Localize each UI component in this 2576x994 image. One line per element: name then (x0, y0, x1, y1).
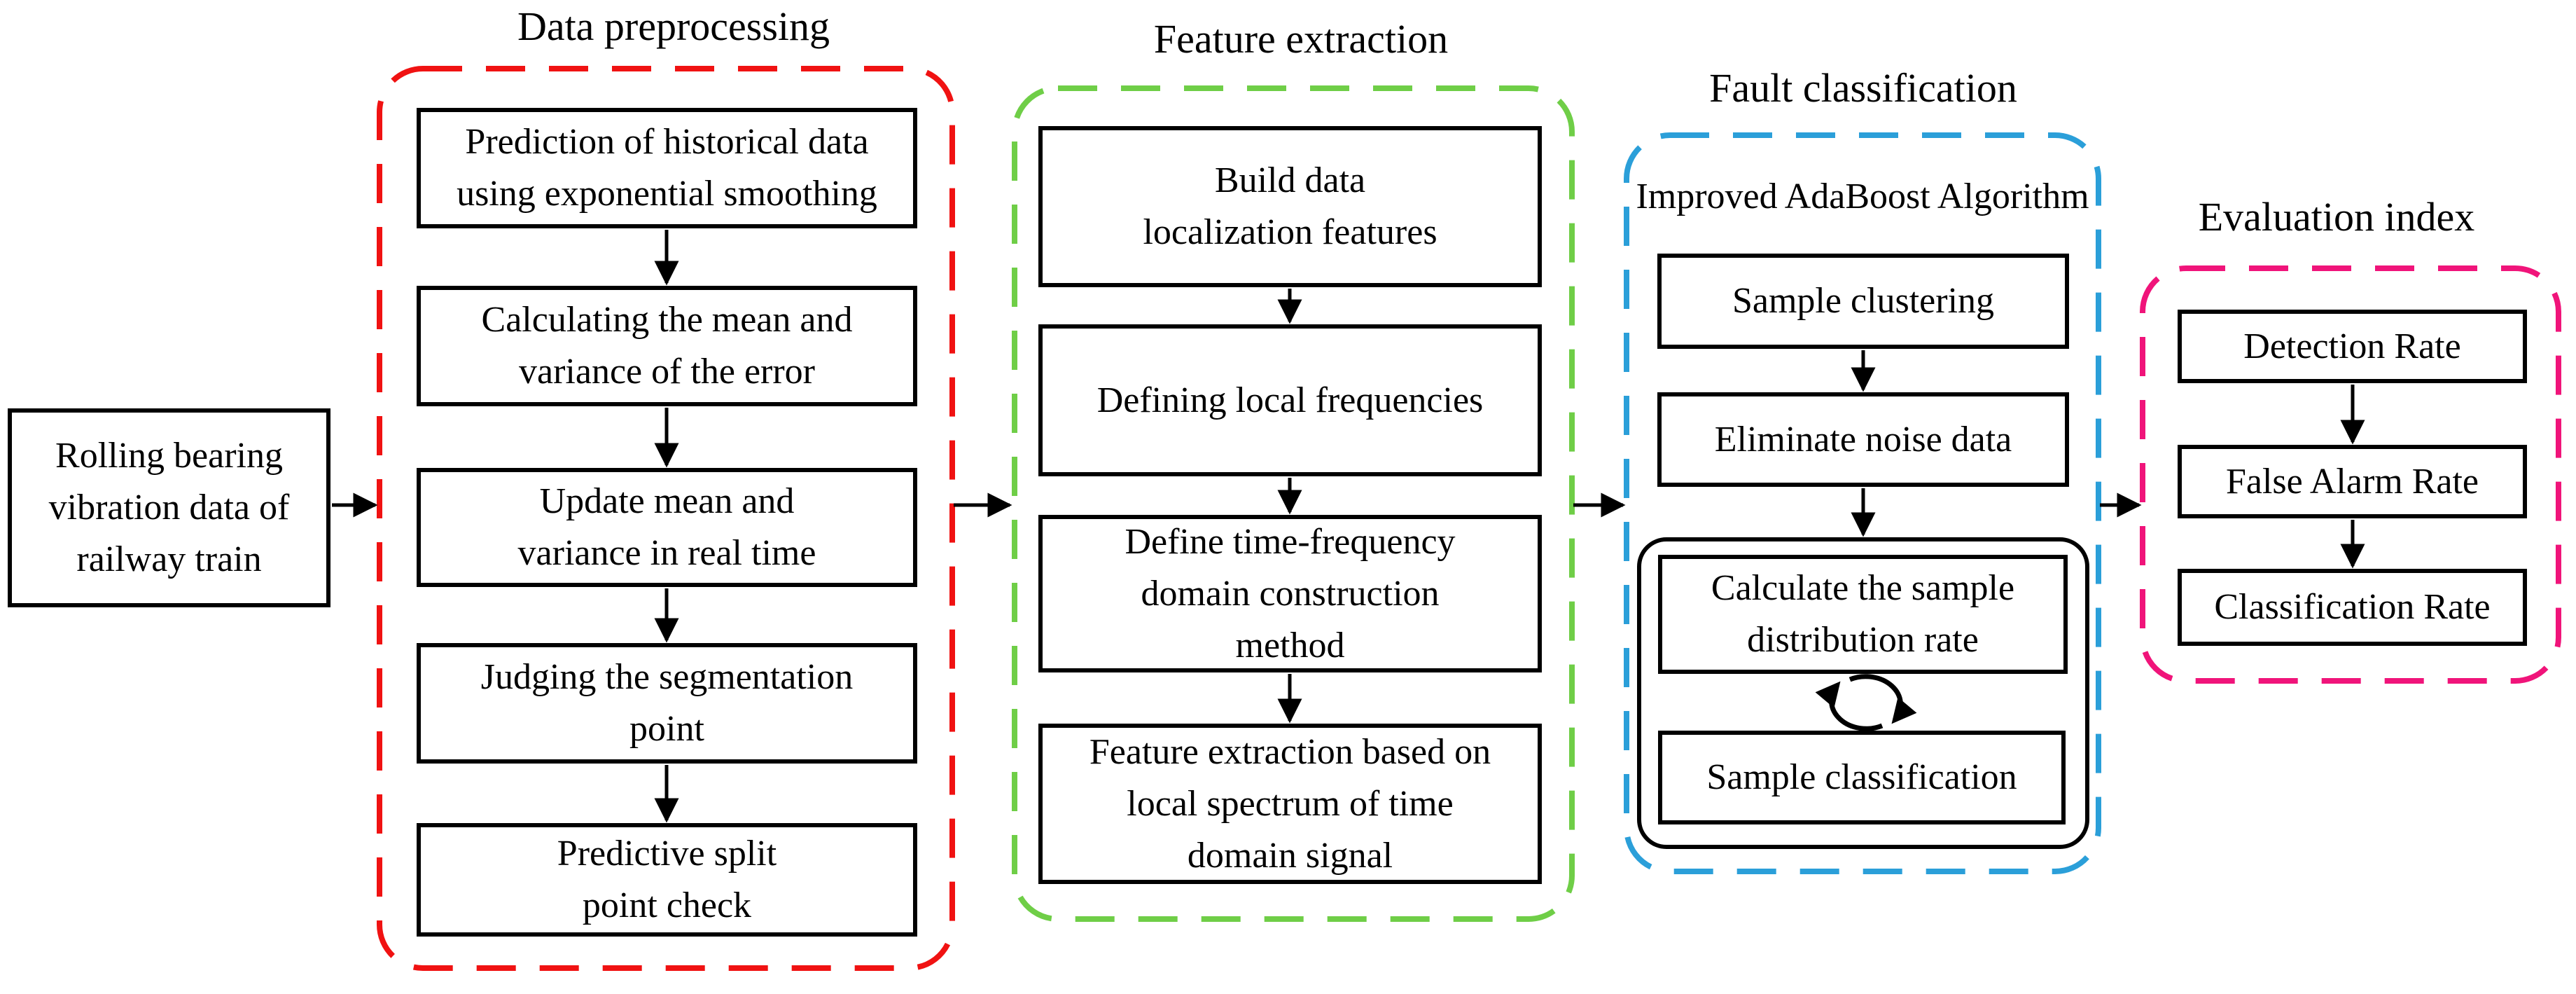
node-source-vibration-data: Rolling bearing vibration data of railwa… (8, 408, 330, 607)
node-time-frequency-construction: Define time-frequency domain constructio… (1038, 515, 1542, 672)
node-eliminate-noise-data: Eliminate noise data (1657, 392, 2069, 487)
node-calculate-mean-variance: Calculating the mean and variance of the… (417, 286, 917, 406)
node-defining-local-frequencies: Defining local frequencies (1038, 324, 1542, 476)
node-update-mean-variance: Update mean and variance in real time (417, 468, 917, 587)
node-sample-classification: Sample classification (1658, 731, 2066, 824)
group-outline-data-preprocessing (377, 66, 955, 971)
node-judging-segmentation-point: Judging the segmentation point (417, 643, 917, 764)
group-title-fault-classification: Fault classification (1709, 65, 2017, 111)
node-false-alarm-rate: False Alarm Rate (2178, 445, 2527, 518)
node-predictive-split-point-check: Predictive split point check (417, 823, 917, 937)
node-sample-clustering: Sample clustering (1657, 254, 2069, 349)
node-build-localization-features: Build data localization features (1038, 126, 1542, 287)
group-outline-fault-classification (1624, 132, 2101, 874)
group-title-feature-extraction: Feature extraction (1153, 16, 1449, 62)
cycle-arrows-icon (1815, 674, 1917, 731)
group-title-evaluation-index: Evaluation index (2198, 194, 2475, 240)
group-outline-feature-extraction (1012, 85, 1575, 922)
node-calculate-sample-distribution-rate: Calculate the sample distribution rate (1658, 555, 2068, 674)
node-classification-rate: Classification Rate (2178, 569, 2527, 646)
node-prediction-historical-data: Prediction of historical data using expo… (417, 108, 917, 228)
group-outline-evaluation-index (2140, 265, 2561, 684)
node-feature-extraction-local-spectrum: Feature extraction based on local spectr… (1038, 724, 1542, 884)
label-improved-adaboost-algorithm: Improved AdaBoost Algorithm (1636, 177, 2089, 216)
node-detection-rate: Detection Rate (2178, 310, 2527, 383)
loop-container (1637, 537, 2089, 849)
group-title-data-preprocessing: Data preprocessing (517, 4, 830, 49)
